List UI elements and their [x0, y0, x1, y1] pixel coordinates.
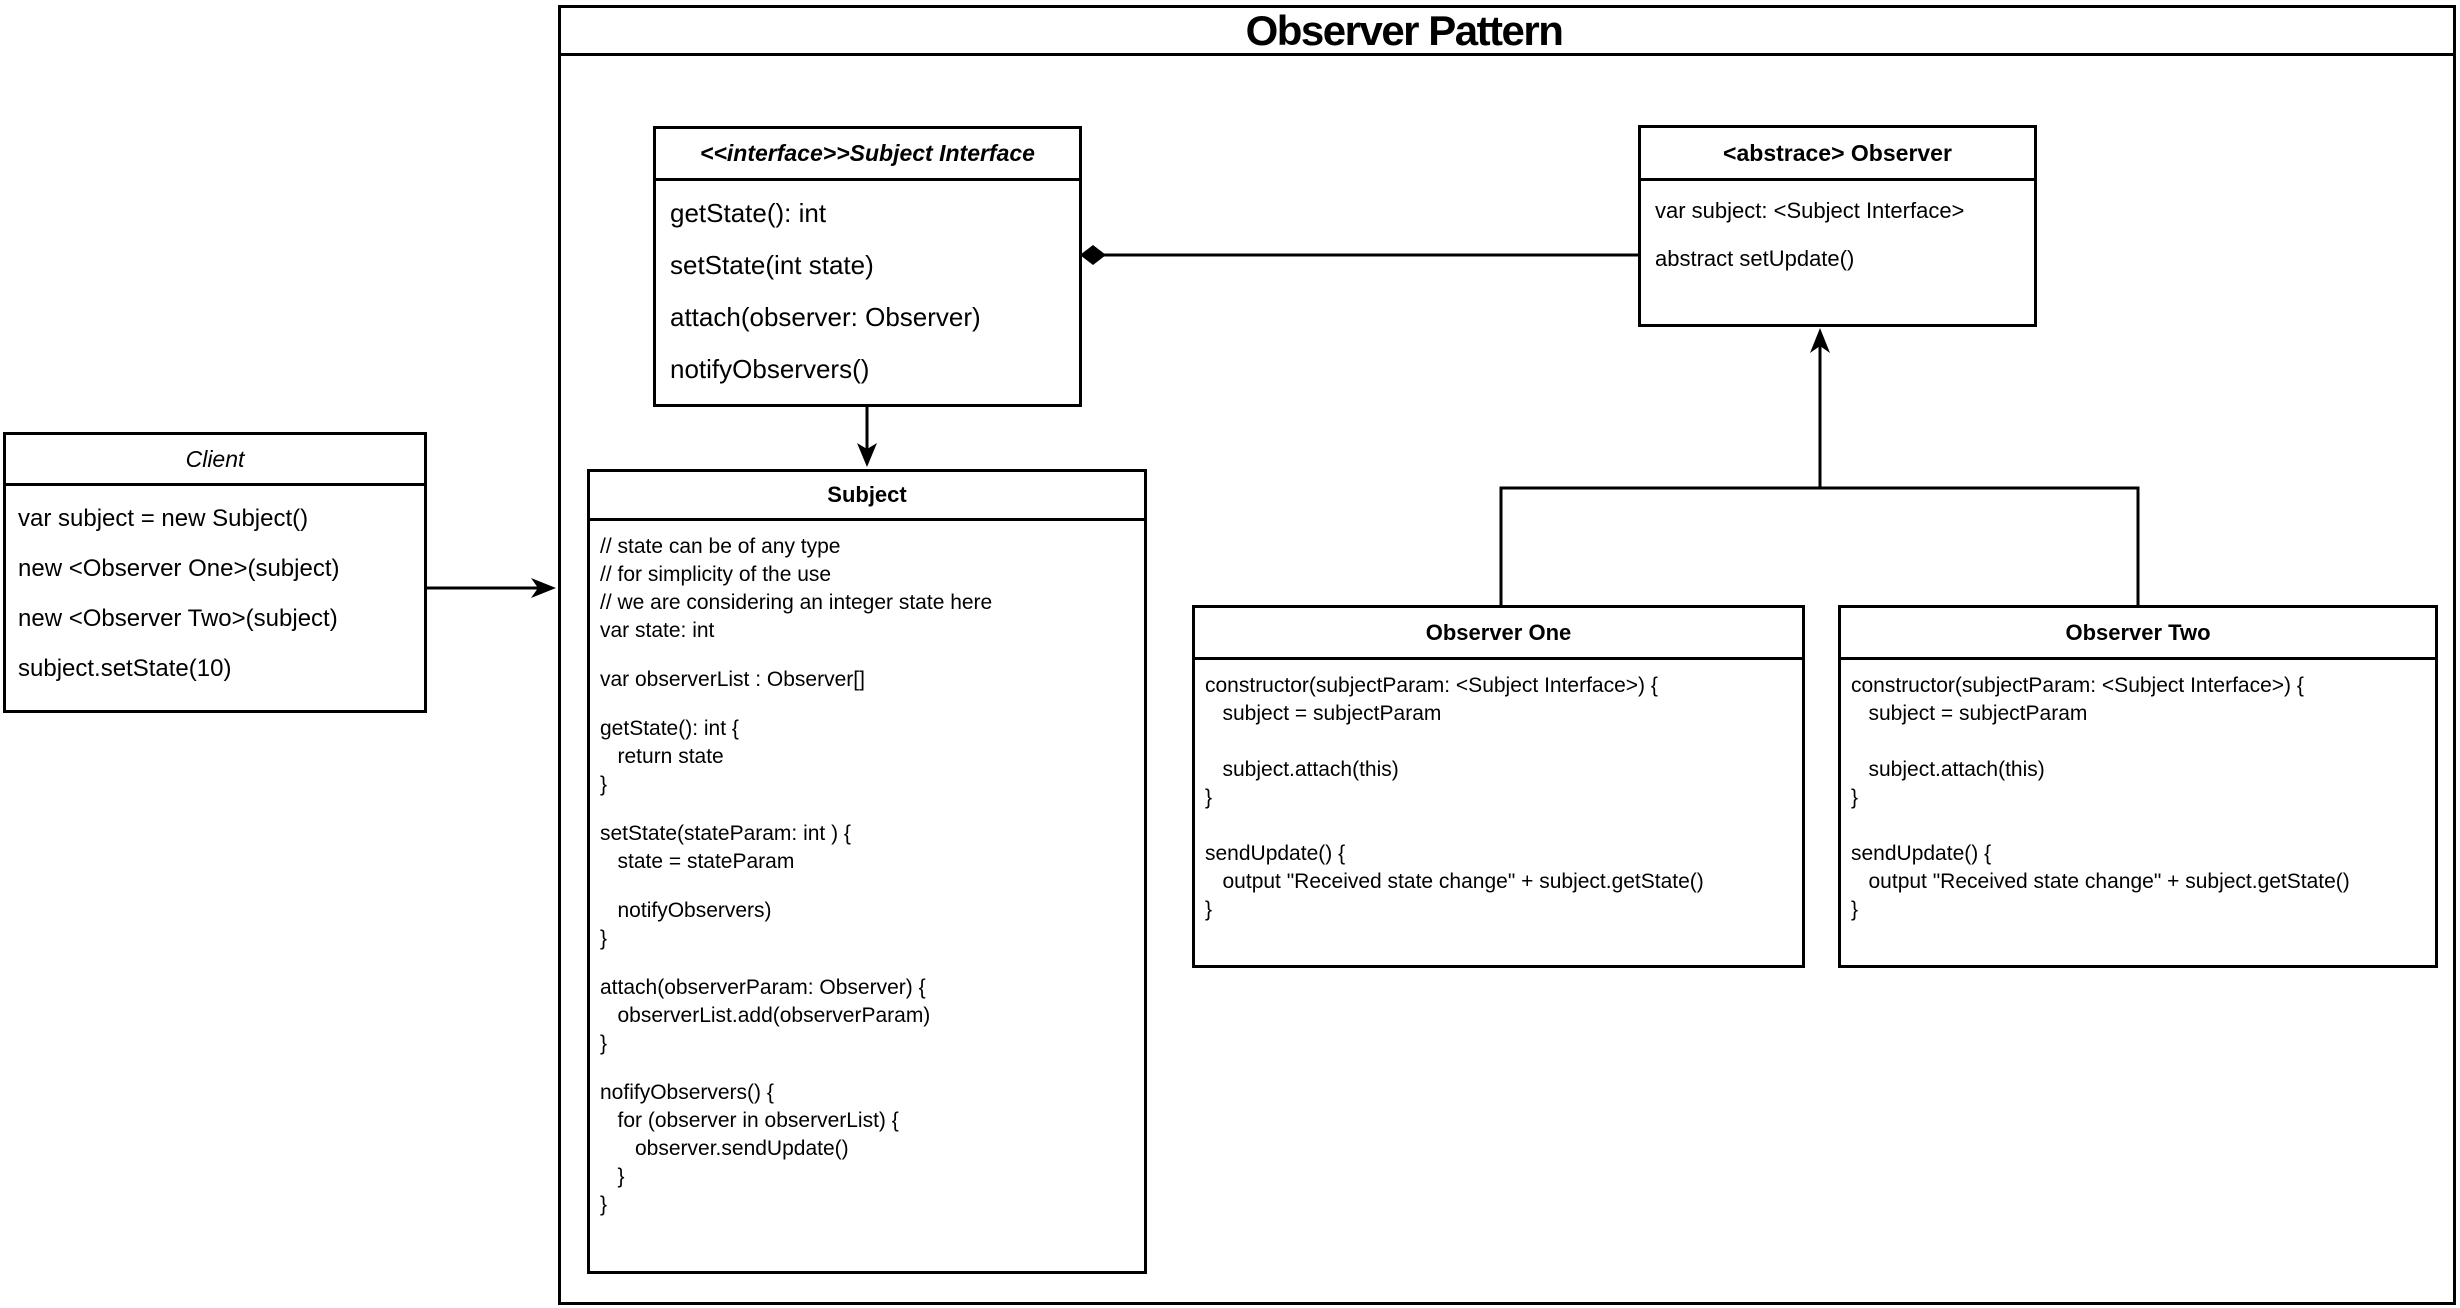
code-line: subject.setState(10)	[18, 655, 232, 682]
code-gap	[600, 1058, 1144, 1079]
code-line: subject.attach(this)	[1205, 758, 1399, 781]
code-line: setState(stateParam: int ) {	[600, 822, 851, 845]
arrowhead-right-icon	[531, 578, 556, 598]
class-title-observer-two: Observer Two	[1841, 608, 2435, 660]
pattern-title-bar: Observer Pattern	[561, 8, 2453, 56]
code-line: getState(): int	[670, 198, 827, 228]
class-body-subject-interface: getState(): int setState(int state) attach…	[656, 181, 1079, 395]
code-line: }	[1205, 898, 1213, 921]
code-line: constructor(subjectParam: <Subject Inter…	[1205, 674, 1658, 697]
class-box-client: Client var subject = new Subject() new <O…	[3, 432, 427, 713]
code-line: attach(observerParam: Observer) {	[600, 976, 926, 999]
code-line: subject = subjectParam	[1205, 702, 1442, 725]
code-line: observer.sendUpdate()	[600, 1137, 849, 1160]
code-line: var state: int	[600, 619, 715, 642]
class-title-observer-one: Observer One	[1195, 608, 1802, 660]
code-gap	[600, 799, 1144, 820]
code-gap	[600, 694, 1144, 715]
code-gap	[1205, 728, 1802, 756]
code-line: // state can be of any type	[600, 535, 841, 558]
code-line: nofifyObservers() {	[600, 1081, 774, 1104]
code-line: var subject = new Subject()	[18, 505, 309, 532]
code-gap	[600, 645, 1144, 666]
code-line: }	[600, 1193, 608, 1216]
class-box-observer-one: Observer One constructor(subjectParam: <…	[1192, 605, 1805, 968]
code-line: setState(int state)	[670, 250, 874, 280]
code-line: }	[600, 1032, 608, 1055]
class-title-client: Client	[6, 435, 424, 486]
code-line: }	[1851, 898, 1859, 921]
code-line: }	[600, 773, 608, 796]
code-line: var observerList : Observer[]	[600, 668, 865, 691]
class-title-observer-abstract: <abstrace> Observer	[1641, 128, 2034, 181]
code-line: state = stateParam	[600, 850, 795, 873]
code-gap	[600, 876, 1144, 897]
code-line: var subject: <Subject Interface>	[1655, 198, 1965, 223]
class-box-observer-two: Observer Two constructor(subjectParam: <…	[1838, 605, 2438, 968]
code-line: attach(observer: Observer)	[670, 302, 981, 332]
code-line: subject.attach(this)	[1851, 758, 2045, 781]
code-line: notifyObservers()	[670, 354, 870, 384]
class-body-client: var subject = new Subject() new <Observer…	[6, 486, 424, 694]
class-box-observer-abstract: <abstrace> Observer var subject: <Subjec…	[1638, 125, 2037, 327]
class-title-subject-interface: <<interface>>Subject Interface	[656, 129, 1079, 181]
code-line: }	[1205, 786, 1213, 809]
code-line: constructor(subjectParam: <Subject Inter…	[1851, 674, 2304, 697]
code-gap	[1851, 728, 2435, 756]
class-title-subject: Subject	[590, 472, 1144, 521]
code-line: // we are considering an integer state h…	[600, 591, 993, 614]
code-line: }	[600, 927, 608, 950]
class-body-observer-one: constructor(subjectParam: <Subject Inter…	[1195, 660, 1802, 924]
code-line: output "Received state change" + subject…	[1851, 870, 2350, 893]
code-line: }	[600, 1165, 625, 1188]
code-gap	[600, 953, 1144, 974]
diagram-title: Observer Pattern	[1245, 7, 1564, 54]
class-body-subject: // state can be of any type // for simpli…	[590, 521, 1144, 1219]
code-line: sendUpdate() {	[1851, 842, 1992, 865]
code-line: }	[1851, 786, 1859, 809]
code-line: notifyObservers)	[600, 899, 772, 922]
class-body-observer-two: constructor(subjectParam: <Subject Inter…	[1841, 660, 2435, 924]
code-line: return state	[600, 745, 724, 768]
code-gap	[1851, 812, 2435, 840]
code-line: getState(): int {	[600, 717, 739, 740]
class-box-subject: Subject // state can be of any type // fo…	[587, 469, 1147, 1274]
code-line: for (observer in observerList) {	[600, 1109, 899, 1132]
code-gap	[1205, 812, 1802, 840]
code-line: new <Observer One>(subject)	[18, 555, 340, 582]
connector-client-to-container	[427, 578, 556, 598]
class-body-observer-abstract: var subject: <Subject Interface> abstract…	[1641, 181, 2034, 283]
code-line: subject = subjectParam	[1851, 702, 2088, 725]
code-line: // for simplicity of the use	[600, 563, 832, 586]
code-line: observerList.add(observerParam)	[600, 1004, 931, 1027]
code-line: abstract setUpdate()	[1655, 246, 1855, 271]
class-box-subject-interface: <<interface>>Subject Interface getState(…	[653, 126, 1082, 407]
code-line: sendUpdate() {	[1205, 842, 1346, 865]
code-line: new <Observer Two>(subject)	[18, 605, 338, 632]
code-line: output "Received state change" + subject…	[1205, 870, 1704, 893]
